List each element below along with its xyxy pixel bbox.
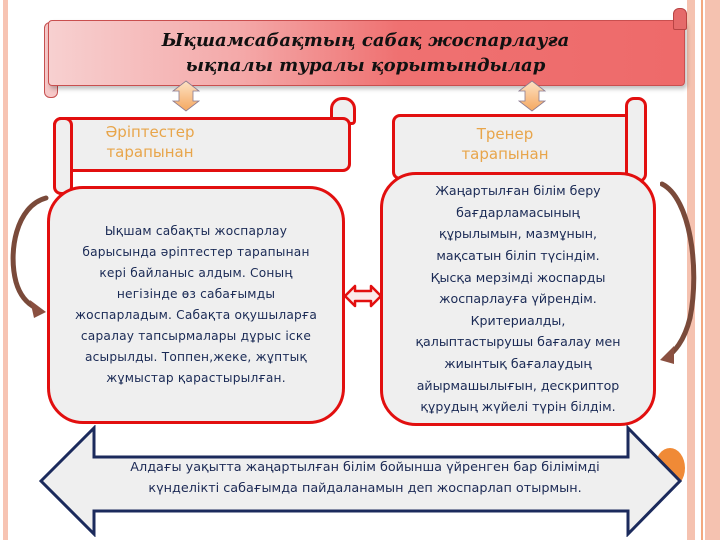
scroll-curl bbox=[625, 97, 647, 183]
curved-arrow-icon bbox=[10, 195, 49, 318]
right-border-stripe-outer bbox=[705, 0, 720, 540]
trainer-feedback-box: Жаңартылған білім беру бағдарламасының қ… bbox=[380, 172, 656, 426]
page-title: Ықшамсабақтың сабақ жоспарлауға ықпалы т… bbox=[48, 24, 683, 82]
peers-feedback-box: Ықшам сабақты жоспарлау барысында әріпте… bbox=[47, 186, 345, 424]
peers-header-scroll bbox=[53, 117, 351, 172]
up-down-arrow-icon bbox=[518, 80, 546, 112]
peers-feedback-text: Ықшам сабақты жоспарлау барысында әріпте… bbox=[75, 224, 317, 385]
trainer-header-line-1: Тренер bbox=[476, 125, 534, 143]
up-down-arrow-icon bbox=[172, 80, 200, 112]
title-line-1: Ықшамсабақтың сабақ жоспарлауға bbox=[161, 30, 570, 51]
title-scroll bbox=[48, 20, 685, 86]
peers-header-line-1: Әріптестер bbox=[105, 123, 195, 141]
title-line-2: ықпалы туралы қорытындылар bbox=[185, 55, 546, 76]
conclusion-banner-arrow bbox=[38, 425, 683, 537]
right-border-stripe bbox=[687, 0, 695, 540]
left-border-stripe bbox=[3, 0, 8, 540]
conclusion-text: Алдағы уақытта жаңартылған білім бойынша… bbox=[130, 460, 600, 496]
trainer-header-line-2: тарапынан bbox=[461, 145, 549, 163]
curved-arrow-icon bbox=[660, 181, 697, 364]
left-right-arrow-icon bbox=[343, 284, 383, 308]
right-border-line bbox=[701, 0, 703, 540]
trainer-feedback-text: Жаңартылған білім беру бағдарламасының қ… bbox=[415, 183, 621, 415]
peers-header: Әріптестер тарапынан bbox=[70, 118, 230, 166]
trainer-header: Тренер тарапынан bbox=[420, 118, 590, 170]
title-scroll-curl-right bbox=[673, 8, 687, 30]
peers-header-line-2: тарапынан bbox=[106, 143, 194, 161]
